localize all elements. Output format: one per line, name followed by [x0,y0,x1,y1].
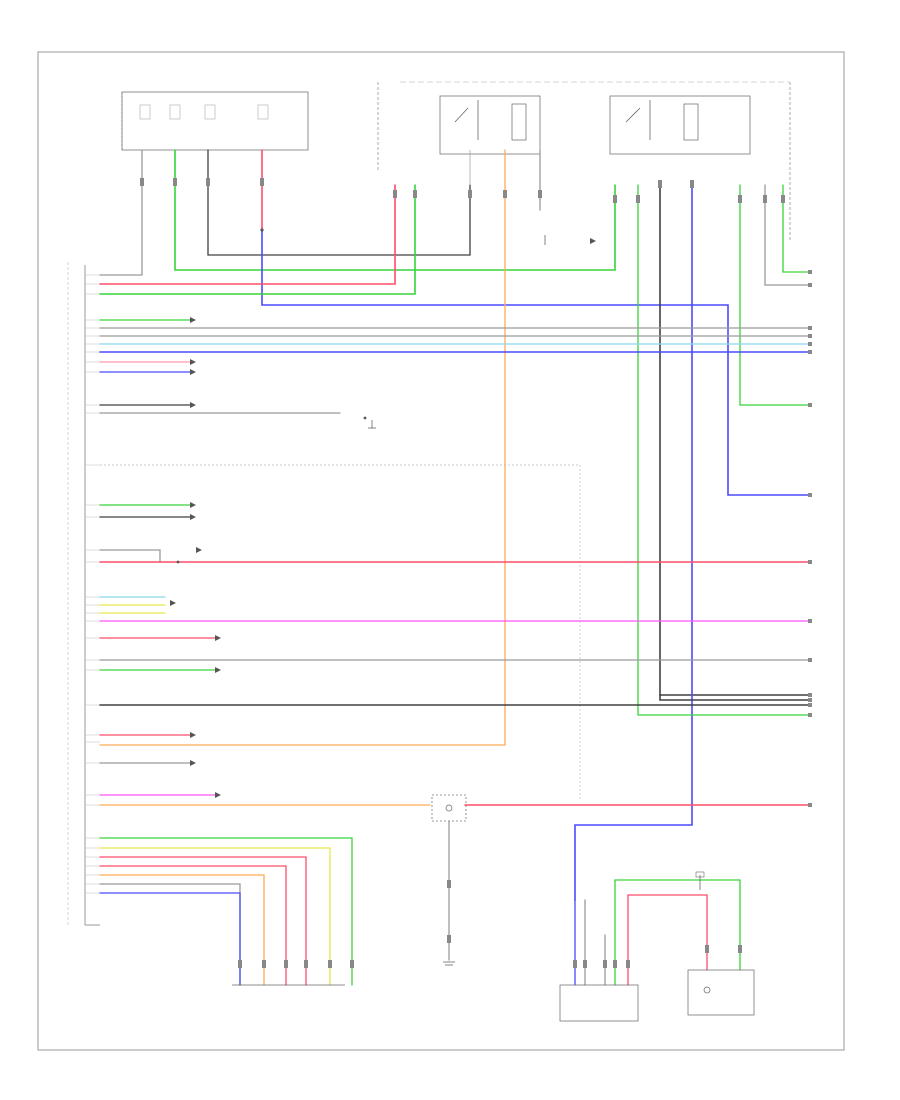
bus-wires [99,319,811,806]
ecm-pin-ticks [85,274,100,894]
ecm-connector-strip [67,262,100,926]
accel-pedal-sensor [232,960,354,986]
fuel-pump-assembly [559,960,639,1022]
circuit-opening-relay [609,95,751,155]
diagram-frame [37,51,845,1051]
fuse-relay-block-fuses [139,104,269,120]
fuel-sender [687,945,755,1016]
right-terminals [808,270,812,807]
fuel-cut-fuse [695,871,705,890]
efi-relay [439,95,541,155]
accel-pedal-sensor-wires [99,837,353,986]
fuel-pump-wires [574,879,741,986]
system-ref-arrows [170,238,596,798]
splice-points [176,228,367,564]
top-connector-stubs [140,178,785,203]
wires-top [99,149,811,901]
ground-symbol-top [368,235,546,429]
fuse-relay-block [121,91,309,151]
transmission-sensor [431,794,467,966]
